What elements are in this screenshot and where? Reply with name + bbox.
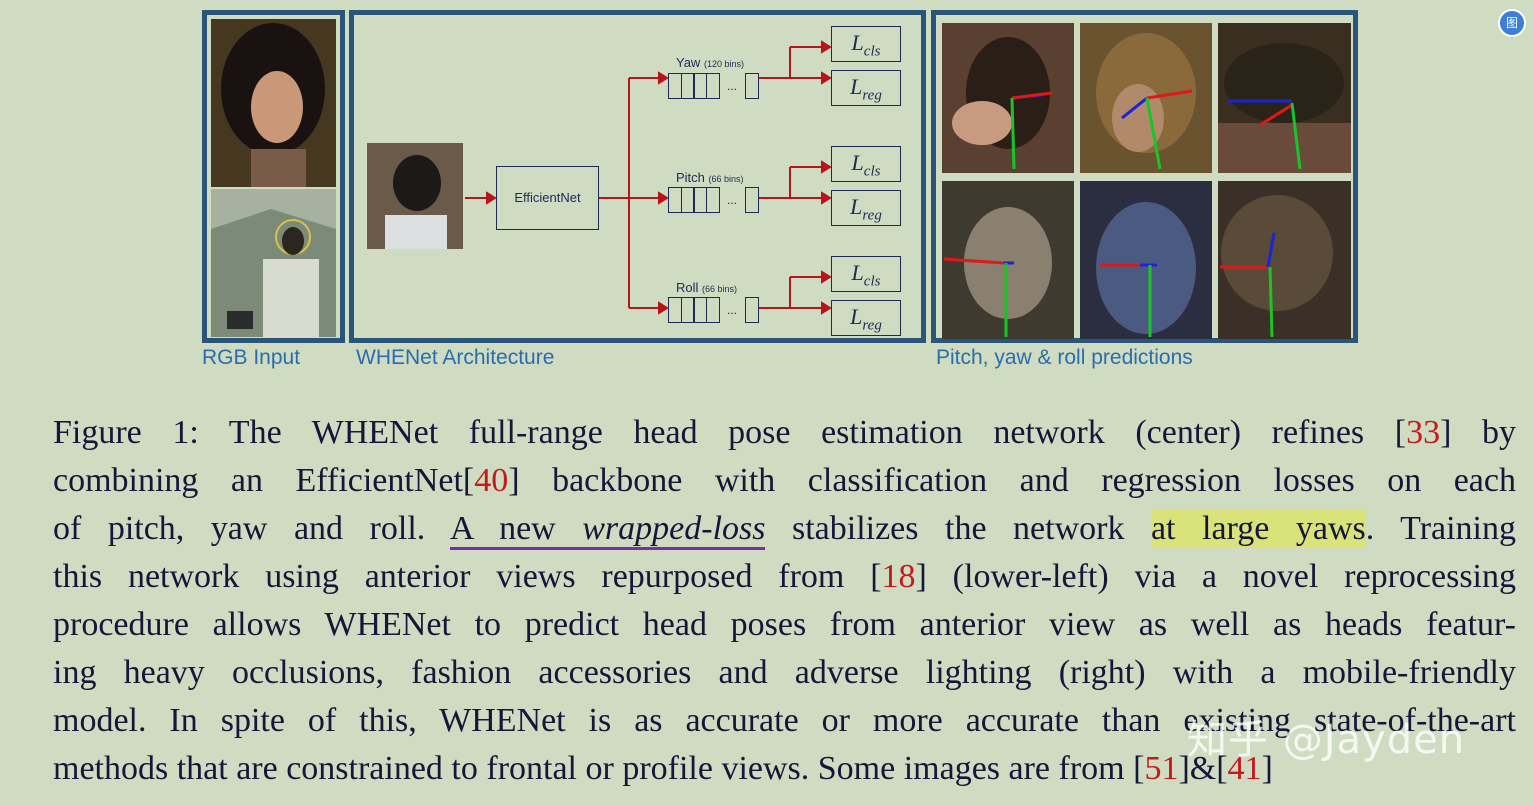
pitch-last-bin: [745, 187, 759, 213]
citation-link[interactable]: 18: [881, 558, 916, 595]
yaw-head-label: Yaw (120 bins): [676, 55, 744, 70]
pitch-loss-cls: Lcls: [831, 146, 901, 182]
roll-last-bin: [745, 297, 759, 323]
pitch-loss-reg: Lreg: [831, 190, 901, 226]
prediction-photo-grid: [942, 23, 1351, 339]
pitch-ellipsis: ...: [727, 193, 738, 207]
yaw-ellipsis: ...: [727, 79, 738, 93]
yaw-loss-reg: Lreg: [831, 70, 901, 106]
caption-line-7: model. In spite of this, WHENet is as ac…: [53, 702, 1516, 739]
caption-line-3: of pitch, yaw and roll. A new wrapped-lo…: [53, 505, 1516, 553]
predictions-caption: Pitch, yaw & roll predictions: [936, 346, 1193, 369]
citation-link[interactable]: 33: [1406, 414, 1441, 451]
rgb-input-caption: RGB Input: [202, 346, 301, 369]
pitch-head-label: Pitch (66 bins): [676, 170, 744, 185]
roll-loss-cls: Lcls: [831, 256, 901, 292]
pitch-bins: [668, 187, 720, 213]
roll-head-label: Roll (66 bins): [676, 280, 738, 295]
figure-caption: Figure 1: The WHENet full-range head pos…: [53, 409, 1516, 793]
citation-link[interactable]: 51: [1144, 750, 1179, 787]
roll-loss-reg: Lreg: [831, 300, 901, 336]
caption-line-1: Figure 1: The WHENet full-range head pos…: [53, 414, 1517, 451]
watermark: 知乎 @Jayden: [1187, 717, 1466, 763]
architecture-panel: EfficientNet Yaw (120 bins) ... Pitch (6…: [349, 10, 926, 343]
input-head-photo: [367, 143, 463, 249]
citation-link[interactable]: 41: [1227, 750, 1262, 787]
yaw-loss-cls: Lcls: [831, 26, 901, 62]
roll-ellipsis: ...: [727, 303, 738, 317]
efficientnet-label: EfficientNet: [514, 190, 581, 205]
highlighted-text: at large yaws: [1150, 510, 1366, 547]
yaw-last-bin: [745, 73, 759, 99]
back-of-head-photo: [211, 189, 336, 337]
annotation-badge-icon[interactable]: 图: [1498, 9, 1526, 37]
architecture-caption: WHENet Architecture: [356, 346, 555, 369]
caption-line-4: this network using anterior views repurp…: [53, 558, 1516, 595]
architecture-arrows: [465, 40, 832, 315]
caption-line-5: procedure allows WHENet to predict head …: [53, 606, 1516, 643]
yaw-bins: [668, 73, 720, 99]
caption-line-8: methods that are constrained to frontal …: [53, 750, 1273, 787]
efficientnet-block: EfficientNet: [496, 166, 599, 230]
portrait-photo: [211, 19, 336, 187]
rgb-input-panel: [202, 10, 345, 343]
roll-bins: [668, 297, 720, 323]
caption-line-6: ing heavy occlusions, fashion accessorie…: [53, 654, 1516, 691]
predictions-panel: [931, 10, 1358, 343]
citation-link[interactable]: 40: [474, 462, 509, 499]
caption-line-2: combining an EfficientNet[40] backbone w…: [53, 462, 1516, 499]
underlined-text: A new wrapped-loss: [449, 510, 766, 550]
